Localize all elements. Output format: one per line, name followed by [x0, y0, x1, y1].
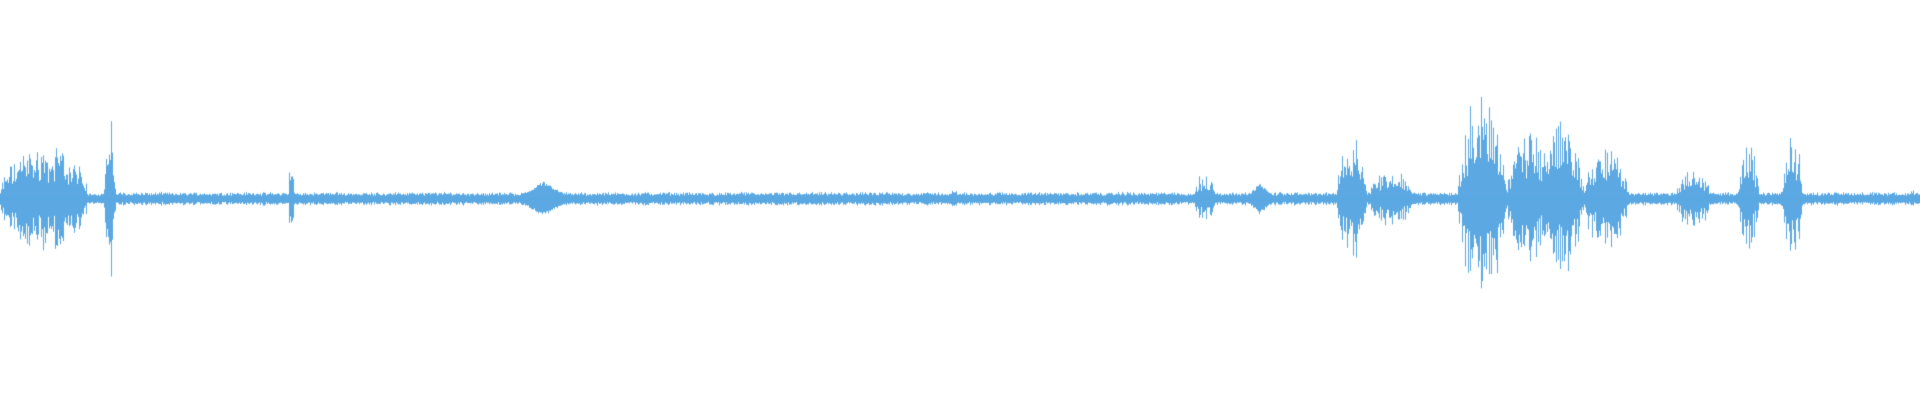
- waveform-canvas: [0, 0, 1920, 400]
- audio-waveform: [0, 0, 1920, 400]
